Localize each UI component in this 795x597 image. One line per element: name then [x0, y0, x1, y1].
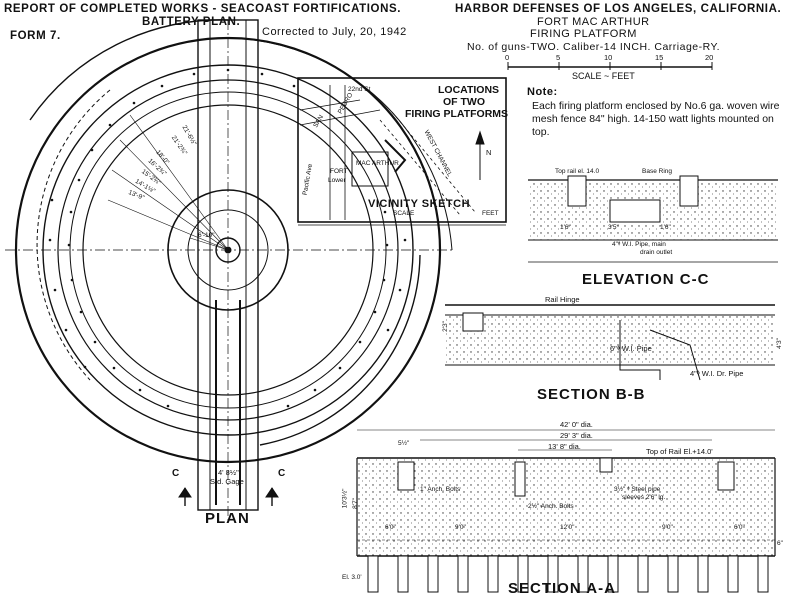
elevation-base-ring: Base Ring	[642, 168, 672, 175]
note-text: Each firing platform enclosed by No.6 ga…	[532, 100, 780, 138]
section-aa-dia-13: 13' 8" dia.	[548, 442, 581, 451]
note-heading: Note:	[527, 86, 558, 98]
header-corrected-date: Corrected to July, 20, 1942	[262, 26, 407, 38]
plan-dim-8: 6'-10"	[198, 232, 215, 239]
section-aa-left-dim-1: 10'3½"	[341, 488, 349, 509]
elevation-dim-1: 1'6"	[560, 224, 571, 231]
header-firing-platform: FIRING PLATFORM	[530, 28, 637, 40]
section-aa-top-dim: 5½"	[398, 440, 410, 447]
elevation-pipe-2: drain outlet	[640, 249, 673, 256]
elevation-pipe: 4"ᶲ W.I. Pipe, main	[612, 241, 666, 248]
section-aa-steel-pipe-2: sleeves 2'6" lg.	[622, 494, 666, 501]
section-aa-steel-pipe: 3½" ᶲ Steel pipe	[614, 486, 661, 493]
elevation-dim-2: 3'5"	[608, 224, 619, 231]
section-aa-left-dim-2: 8'7"	[351, 498, 359, 509]
section-bb-title: SECTION B-B	[537, 386, 646, 403]
vicinity-fort-lower: Lower	[328, 177, 346, 184]
vicinity-feet-label: FEET	[482, 210, 499, 217]
section-aa-dia-29: 29' 3" dia.	[560, 431, 593, 440]
section-aa-span-1: 6'0"	[385, 524, 396, 531]
vicinity-north-arrow: N	[486, 148, 492, 157]
scale-tick-5: 5	[556, 53, 561, 62]
plan-section-c-right: C	[278, 468, 286, 479]
section-bb-dim-left: 2'3"	[441, 321, 449, 332]
elevation-top-rail: Top rail el. 14.0	[555, 168, 600, 175]
section-bb-view	[445, 304, 775, 381]
vicinity-title-3: FIRING PLATFORMS	[405, 108, 509, 120]
section-aa-view	[356, 429, 776, 593]
vicinity-fort: FORT	[330, 168, 348, 175]
header-title-right: HARBOR DEFENSES OF LOS ANGELES, CALIFORN…	[455, 3, 782, 15]
section-bb-pipe: 6"ᶲ W.I. Pipe	[610, 344, 652, 353]
vicinity-title-2: OF TWO	[443, 96, 485, 108]
section-aa-span-2: 9'0"	[455, 524, 466, 531]
vicinity-title-1: LOCATIONS	[438, 84, 500, 96]
section-bb-dim-right: 4'3"	[775, 338, 783, 349]
plan-title: PLAN	[205, 510, 250, 527]
elevation-cc-view	[528, 175, 778, 263]
vicinity-scale-label: SCALE	[393, 210, 415, 217]
vicinity-street-22nd: 22nd St	[348, 86, 371, 93]
section-aa-top-of-rail: Top of Rail El.+14.0'	[646, 447, 713, 456]
header-form: FORM 7.	[10, 30, 61, 42]
scale-label: SCALE ~ FEET	[572, 71, 635, 81]
vicinity-caption: VICINITY SKETCH	[368, 198, 471, 210]
scale-tick-0: 0	[505, 53, 510, 62]
header-battery-plan: BATTERY PLAN.	[142, 16, 241, 28]
plan-gage: 4' 8½"	[218, 468, 239, 477]
elevation-title: ELEVATION C-C	[582, 271, 710, 288]
plan-view	[5, 19, 453, 520]
section-aa-dia-42: 42' 0" dia.	[560, 420, 593, 429]
vicinity-sketch	[297, 77, 507, 226]
section-aa-span-5: 6'0"	[734, 524, 745, 531]
plan-std-gage: Std. Gage	[210, 477, 244, 486]
section-aa-anchor-bolts-2: 2½" Anch. Bolts	[528, 503, 574, 510]
scale-tick-10: 10	[604, 53, 613, 62]
section-bb-drain-pipe: 4"ᶲ W.I. Dr. Pipe	[690, 369, 744, 378]
section-bb-rail-hinge: Rail Hinge	[545, 295, 580, 304]
scale-tick-20: 20	[705, 53, 714, 62]
elevation-dim-3: 1'6"	[660, 224, 671, 231]
section-aa-title: SECTION A-A	[508, 580, 616, 597]
section-aa-span-4: 9'0"	[662, 524, 673, 531]
header-title-left: REPORT OF COMPLETED WORKS - SEACOAST FOR…	[4, 3, 402, 15]
vicinity-mac-arthur: MAC ARTHUR	[356, 160, 399, 167]
scale-tick-15: 15	[655, 53, 664, 62]
scale-bar-lines	[507, 62, 713, 70]
header-fort: FORT MAC ARTHUR	[537, 16, 650, 28]
section-aa-span-3: 12'0"	[560, 524, 575, 531]
header-guns-caliber: No. of guns-TWO. Caliber-14 INCH. Carria…	[467, 41, 721, 53]
plan-section-c-left: C	[172, 468, 180, 479]
section-aa-elevation: El. 3.0'	[342, 574, 362, 581]
section-aa-right-dim: 6"	[777, 540, 783, 547]
section-aa-anchor-bolts-1: 1" Anch. Bolts	[420, 486, 461, 493]
